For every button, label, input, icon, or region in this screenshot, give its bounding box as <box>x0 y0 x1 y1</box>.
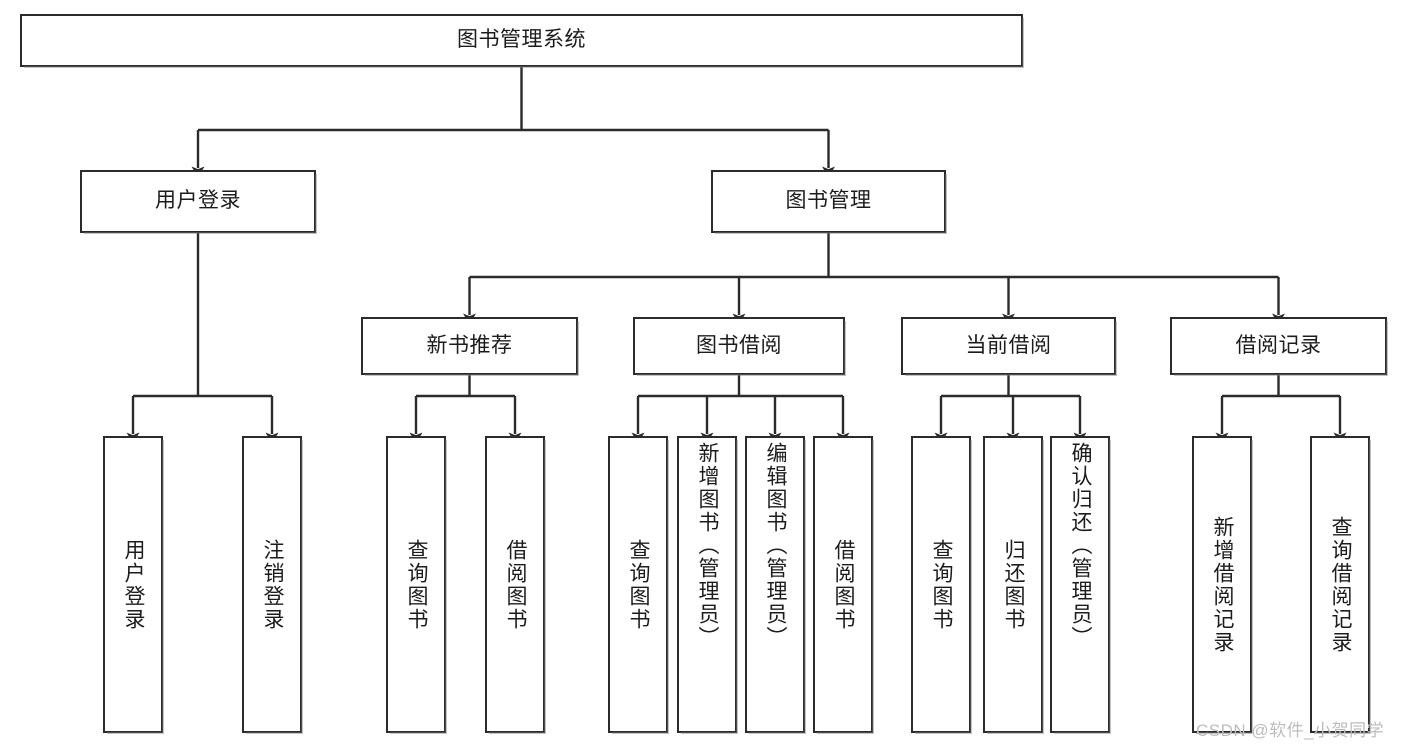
node-label: 新增借阅记录 <box>1211 515 1235 654</box>
node-leaf-new-2[interactable]: 借阅图书 <box>485 436 546 734</box>
node-root[interactable]: 图书管理系统 <box>20 14 1024 68</box>
node-borrow[interactable]: 图书借阅 <box>633 317 846 376</box>
node-leaf-rec-1[interactable]: 新增借阅记录 <box>1192 436 1253 734</box>
node-label: 用户登录 <box>155 189 241 213</box>
node-bookmgmt[interactable]: 图书管理 <box>711 170 947 234</box>
node-label: 查询图书 <box>405 538 429 631</box>
node-leaf-login-2[interactable]: 注销登录 <box>242 436 303 734</box>
node-label: 借阅图书 <box>504 538 528 631</box>
node-label: 注销登录 <box>261 538 285 631</box>
node-label: 借阅图书 <box>832 538 856 631</box>
node-label: 归还图书 <box>1002 538 1026 631</box>
node-label: 图书管理 <box>785 189 872 213</box>
node-label: 编辑图书（管理员） <box>764 442 788 649</box>
node-newbook[interactable]: 新书推荐 <box>361 317 579 376</box>
csdn-watermark: CSDN @软件_小贺同学 <box>1196 721 1385 740</box>
node-label: 图书管理系统 <box>457 28 586 52</box>
node-leaf-cur-3[interactable]: 确认归还（管理员） <box>1050 436 1111 734</box>
node-label: 新书推荐 <box>426 333 513 357</box>
node-label: 查询图书 <box>627 538 651 631</box>
node-label: 查询图书 <box>930 538 954 631</box>
node-leaf-borrow-3[interactable]: 编辑图书（管理员） <box>745 436 806 734</box>
node-login[interactable]: 用户登录 <box>80 170 317 234</box>
node-label: 借阅记录 <box>1235 333 1322 357</box>
node-leaf-new-1[interactable]: 查询图书 <box>386 436 447 734</box>
node-leaf-login-1[interactable]: 用户登录 <box>103 436 164 734</box>
node-current[interactable]: 当前借阅 <box>901 317 1117 376</box>
node-leaf-cur-1[interactable]: 查询图书 <box>911 436 972 734</box>
node-label: 确认归还（管理员） <box>1069 442 1093 649</box>
node-leaf-borrow-1[interactable]: 查询图书 <box>608 436 669 734</box>
node-leaf-borrow-2[interactable]: 新增图书（管理员） <box>677 436 738 734</box>
node-records[interactable]: 借阅记录 <box>1170 317 1388 376</box>
node-label: 查询借阅记录 <box>1329 515 1353 654</box>
node-leaf-rec-2[interactable]: 查询借阅记录 <box>1310 436 1371 734</box>
node-label: 用户登录 <box>122 538 146 631</box>
node-label: 新增图书（管理员） <box>696 442 720 649</box>
node-label: 图书借阅 <box>696 333 782 357</box>
node-leaf-borrow-4[interactable]: 借阅图书 <box>813 436 874 734</box>
node-label: 当前借阅 <box>965 333 1052 357</box>
node-leaf-cur-2[interactable]: 归还图书 <box>983 436 1044 734</box>
